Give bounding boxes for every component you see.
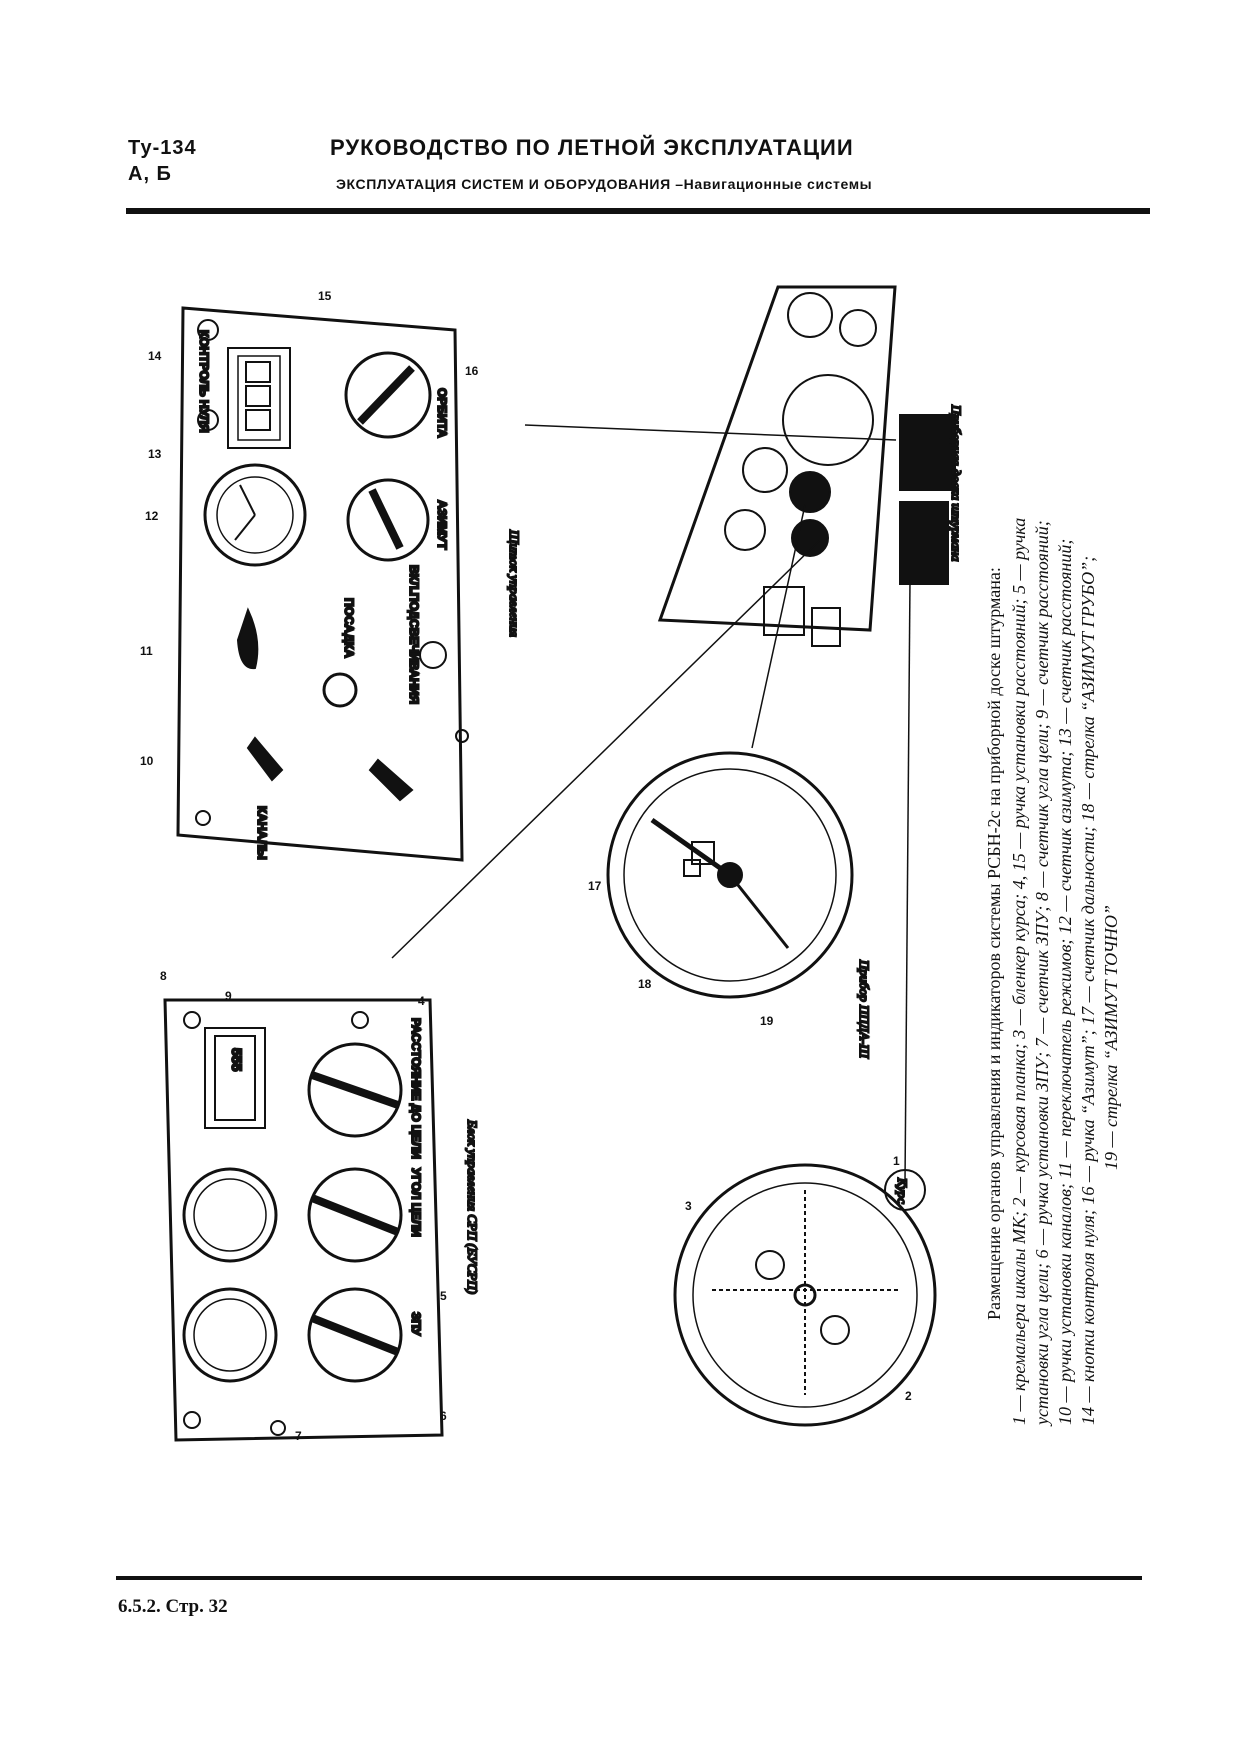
callout-18: 18 <box>638 977 652 991</box>
callout-6: 6 <box>440 1409 447 1423</box>
ppda-caption: Прибор ППДА-Ш <box>857 959 872 1059</box>
azimut-label: АЗИМУТ <box>435 500 449 550</box>
aircraft-model-line1: Ту-134 <box>128 137 197 159</box>
panel-upper-caption: Щиток управления <box>507 529 522 637</box>
page-number: 6.5.2. Стр. 32 <box>118 1596 228 1617</box>
srp-control-block: 555 РАССТОЯНИЕ ДО ЦЕЛИ УГОЛ ЦЕЛИ ЗПУ <box>163 998 444 1442</box>
section-subtitle: ЭКСПЛУАТАЦИЯ СИСТЕМ И ОБОРУДОВАНИЯ –Нави… <box>336 176 873 192</box>
callout-2: 2 <box>905 1389 912 1403</box>
caption-title: Размещение органов управления и индикато… <box>984 567 1004 1320</box>
kurs-label: Курс <box>895 1177 910 1204</box>
panel-lower-caption: Блок управления СРП (БУСРП) <box>465 1119 480 1294</box>
orbita-label: ОРБИТА <box>435 388 449 438</box>
footer-rule <box>116 1576 1142 1580</box>
callout-7: 7 <box>295 1429 302 1443</box>
callout-10: 10 <box>140 754 154 768</box>
kanaly-label: КАНАЛЫ <box>255 806 269 860</box>
aircraft-model: Ту-134 А, Б <box>128 135 197 187</box>
navigator-dashboard <box>657 285 956 647</box>
aircraft-model-line2: А, Б <box>128 163 172 185</box>
callout-9: 9 <box>225 989 232 1003</box>
counter-lower: 555 <box>229 1048 245 1072</box>
caption-line2: установки угла цели; 6 — ручка установки… <box>1032 520 1052 1427</box>
callout-5: 5 <box>440 1289 447 1303</box>
callout-15: 15 <box>318 289 332 303</box>
callout-12: 12 <box>145 509 159 523</box>
kontrol-nulya-label: КОНТРОЛЬ НУЛЯ <box>197 330 211 433</box>
callout-8: 8 <box>160 969 167 983</box>
caption-line1: 1 — кремальера шкалы МК; 2 — курсовая пл… <box>1009 518 1029 1425</box>
rasstoyanie-label: РАССТОЯНИЕ ДО ЦЕЛИ <box>409 1018 423 1159</box>
callout-17: 17 <box>588 879 602 893</box>
callout-19: 19 <box>760 1014 774 1028</box>
caption-line5: 19 — стрелка “АЗИМУТ ТОЧНО” <box>1101 905 1121 1170</box>
figure-caption: Размещение органов управления и индикато… <box>984 518 1121 1427</box>
ppda-sh-instrument <box>606 751 854 999</box>
ugol-celi-label: УГОЛ ЦЕЛИ <box>409 1168 423 1237</box>
callout-4: 4 <box>418 994 425 1008</box>
callout-1: 1 <box>893 1154 900 1168</box>
posadka-label: ПОСАДКА <box>342 598 356 658</box>
header-rule <box>126 208 1150 214</box>
caption-line4: 14 — кнопки контроля нуля; 16 — ручка “А… <box>1078 556 1098 1425</box>
caption-line3: 10 — ручки установки каналов; 11 — перек… <box>1055 539 1075 1425</box>
callout-13: 13 <box>148 447 162 461</box>
manual-title: РУКОВОДСТВО ПО ЛЕТНОЙ ЭКСПЛУАТАЦИИ <box>330 135 854 160</box>
callout-11: 11 <box>140 644 153 658</box>
course-indicator: Курс <box>673 1163 937 1427</box>
zpu-label: ЗПУ <box>409 1312 423 1336</box>
callout-numbers: 1 2 3 4 5 6 7 8 9 10 11 12 13 14 15 16 1… <box>140 289 912 1443</box>
dashboard-caption: Приборная доска штурмана <box>949 404 964 562</box>
control-panel-upper: КОНТРОЛЬ НУЛЯ ОРБИТА АЗИМУТ ПОСАДКА ВКЛ.… <box>176 306 469 862</box>
callout-3: 3 <box>685 1199 692 1213</box>
vkl-podsvet-label: ВКЛ.ПОДСВЕЧИВАНИЯ <box>407 565 421 704</box>
callout-14: 14 <box>148 349 162 363</box>
callout-16: 16 <box>465 364 479 378</box>
